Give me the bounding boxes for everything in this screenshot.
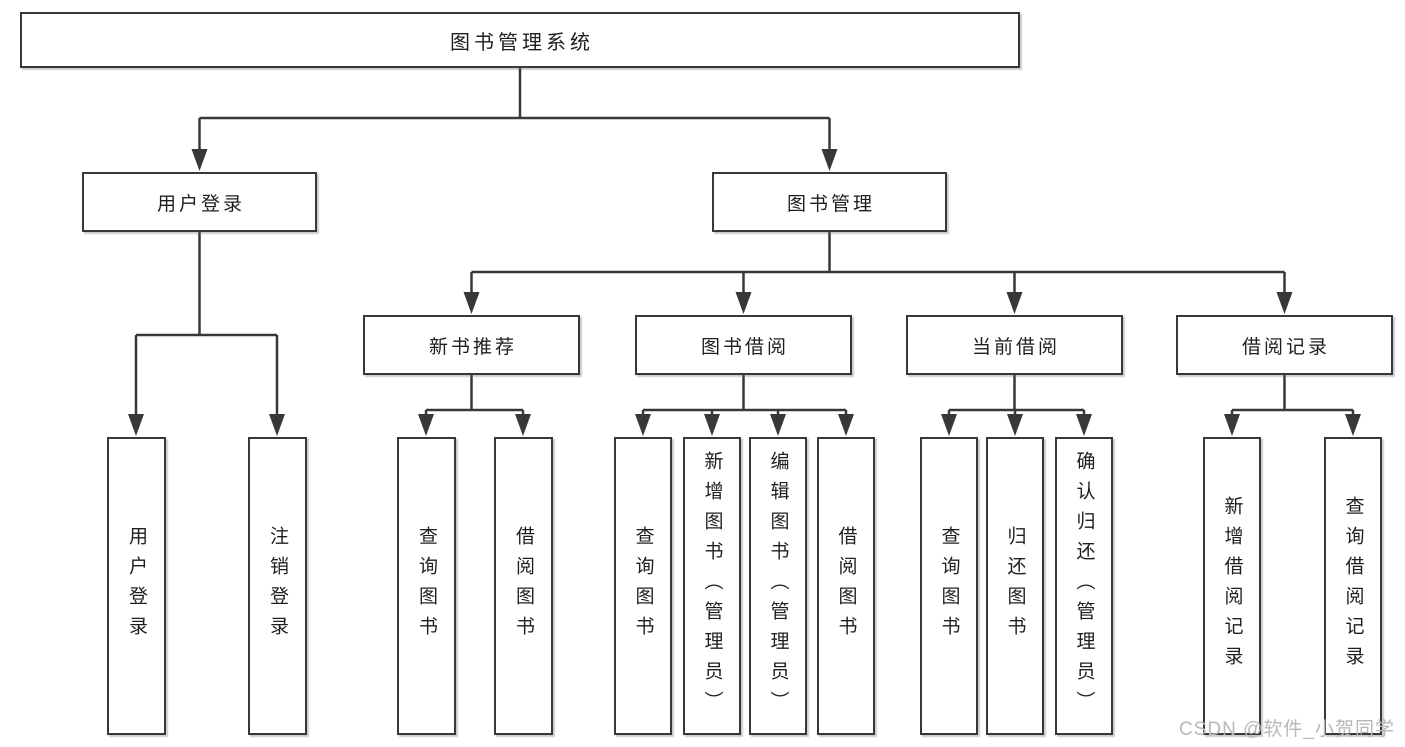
leaf-query-borrow-record-label: 查询借阅记录 bbox=[1342, 496, 1364, 676]
arrowheads bbox=[128, 149, 1361, 436]
leaf-edit-book-admin-label: 编辑图书（管理员） bbox=[767, 451, 789, 721]
node-book-borrow-label: 图书借阅 bbox=[700, 336, 789, 358]
node-root-system: 图书管理系统 bbox=[20, 12, 1020, 68]
leaf-user-login: 用户登录 bbox=[107, 437, 166, 735]
leaf-query-book: 查询图书 bbox=[614, 437, 672, 735]
leaf-query-book-recommend: 查询图书 bbox=[397, 437, 456, 735]
leaf-edit-book-admin: 编辑图书（管理员） bbox=[749, 437, 807, 735]
leaf-return-book-label: 归还图书 bbox=[1004, 526, 1026, 646]
leaf-logout-label: 注销登录 bbox=[267, 526, 288, 646]
leaf-add-book-admin: 新增图书（管理员） bbox=[683, 437, 741, 735]
node-book-management: 图书管理 bbox=[712, 172, 947, 232]
leaf-logout: 注销登录 bbox=[248, 437, 307, 735]
leaf-query-book-label: 查询图书 bbox=[632, 526, 654, 646]
leaf-add-borrow-record-label: 新增借阅记录 bbox=[1221, 496, 1243, 676]
csdn-watermark: CSDN @软件_小贺同学 bbox=[1179, 719, 1395, 740]
node-book-borrow: 图书借阅 bbox=[635, 315, 852, 375]
leaf-query-book-current: 查询图书 bbox=[920, 437, 978, 735]
leaf-borrow-book-recommend-label: 借阅图书 bbox=[513, 526, 534, 646]
node-root-label: 图书管理系统 bbox=[450, 31, 594, 54]
leaf-borrow-book-label: 借阅图书 bbox=[835, 526, 857, 646]
node-borrow-record: 借阅记录 bbox=[1176, 315, 1393, 375]
leaf-user-login-label: 用户登录 bbox=[126, 526, 147, 646]
leaf-confirm-return-admin-label: 确认归还（管理员） bbox=[1073, 451, 1095, 721]
leaf-borrow-book: 借阅图书 bbox=[817, 437, 875, 735]
leaf-query-borrow-record: 查询借阅记录 bbox=[1324, 437, 1382, 735]
node-current-borrow: 当前借阅 bbox=[906, 315, 1123, 375]
leaf-return-book: 归还图书 bbox=[986, 437, 1044, 735]
leaf-confirm-return-admin: 确认归还（管理员） bbox=[1055, 437, 1113, 735]
node-new-book-recommend-label: 新书推荐 bbox=[428, 336, 517, 358]
leaf-borrow-book-recommend: 借阅图书 bbox=[494, 437, 553, 735]
leaf-query-book-current-label: 查询图书 bbox=[938, 526, 960, 646]
leaf-add-book-admin-label: 新增图书（管理员） bbox=[701, 451, 723, 721]
node-user-login: 用户登录 bbox=[82, 172, 317, 232]
node-borrow-record-label: 借阅记录 bbox=[1241, 336, 1330, 358]
node-user-login-label: 用户登录 bbox=[156, 193, 245, 215]
node-current-borrow-label: 当前借阅 bbox=[971, 336, 1060, 358]
leaf-query-book-recommend-label: 查询图书 bbox=[416, 526, 437, 646]
node-book-management-label: 图书管理 bbox=[786, 193, 875, 215]
leaf-add-borrow-record: 新增借阅记录 bbox=[1203, 437, 1261, 735]
node-new-book-recommend: 新书推荐 bbox=[363, 315, 580, 375]
